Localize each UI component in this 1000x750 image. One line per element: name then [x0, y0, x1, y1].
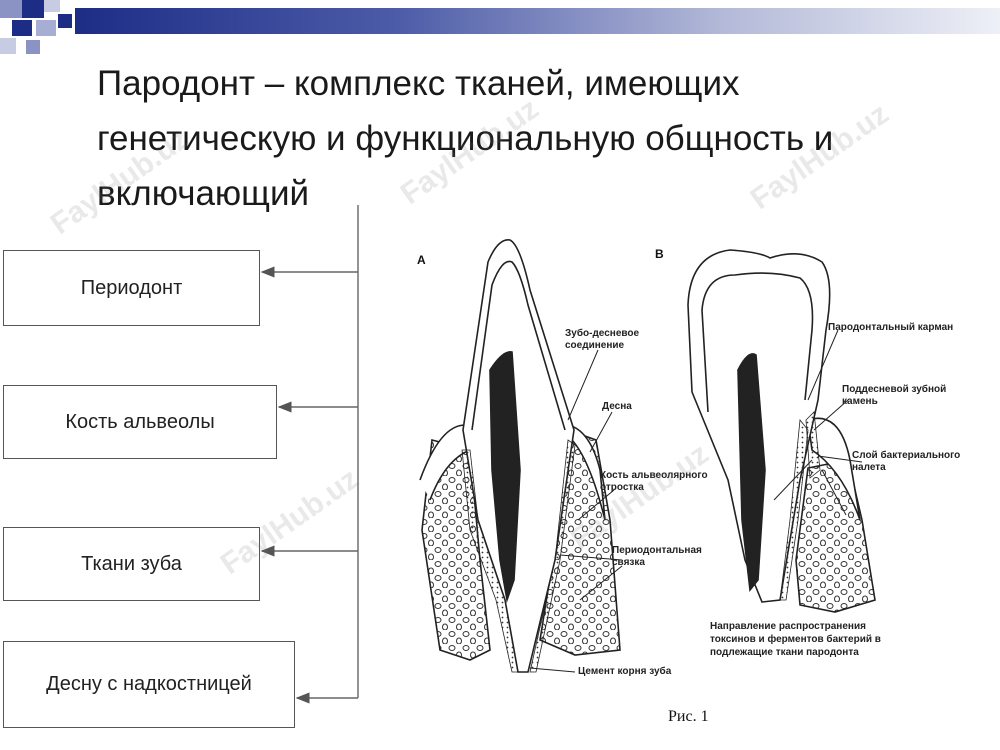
label-gum: Десна: [602, 401, 632, 412]
figure-caption: Рис. 1: [668, 708, 709, 725]
box-label: Десну с надкостницей: [46, 673, 252, 695]
label-periodontal-pocket: Пародонтальный карман: [828, 322, 954, 333]
box-gum-periosteum: Десну с надкостницей: [3, 641, 295, 728]
panel-a-tooth: [419, 239, 621, 673]
header-gradient-bar: [75, 8, 1000, 34]
label-subgingival-calculus: Поддесневой зубной камень: [842, 384, 947, 407]
box-label: Периодонт: [80, 276, 183, 299]
panel-b-tooth: [687, 249, 876, 613]
label-periodontal-ligament: Периодонтальная связка: [612, 545, 702, 568]
box-alveolar-bone: Кость альвеолы: [3, 385, 277, 459]
label-root-cementum: Цемент корня зуба: [578, 666, 672, 677]
box-label: Кость альвеолы: [65, 410, 215, 433]
panel-b-letter: В: [655, 247, 664, 261]
box-tooth-tissues: Ткани зуба: [3, 527, 260, 601]
label-gingival-junction: Зубо-десневое соединение: [565, 328, 640, 351]
panel-b-pointers: [773, 329, 863, 516]
label-alveolar-bone: Кость альвеолярного отростка: [600, 470, 708, 493]
box-label: Ткани зуба: [81, 552, 182, 575]
panel-a-letter: А: [417, 253, 426, 267]
label-bacterial-plaque: Слой бактериального налета: [852, 450, 961, 473]
direction-caption: Направление распространения токсинов и ф…: [710, 621, 881, 658]
box-periodont: Периодонт: [3, 250, 260, 326]
slide-title: Пародонт – комплекс тканей, имеющих гене…: [97, 64, 834, 213]
panel-a-pointers: [529, 349, 623, 673]
